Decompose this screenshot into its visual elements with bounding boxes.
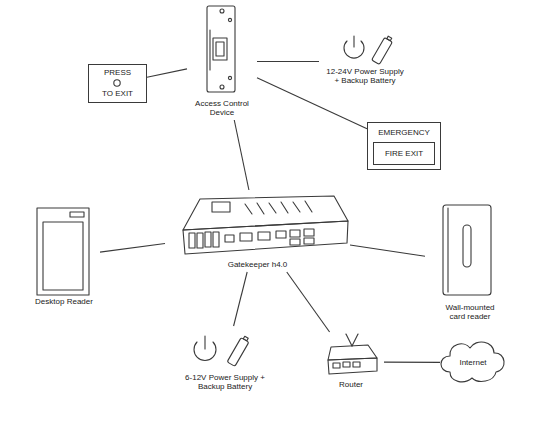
node-label: FIRE EXIT: [385, 149, 423, 159]
connector-line: [234, 272, 248, 326]
gatekeeper-device: Gatekeeper h4.0: [165, 190, 350, 272]
node-label: Access Control Device: [191, 99, 253, 118]
node-label: Gatekeeper h4.0: [228, 260, 288, 270]
power-supply: 12-24V Power Supply + Backup Battery: [319, 35, 411, 88]
connector-line: [147, 69, 187, 77]
fire-exit-box: FIRE EXIT: [373, 142, 435, 165]
wall-card-reader: Wall-mounted card reader: [425, 202, 515, 324]
node-label: Wall-mounted card reader: [441, 303, 499, 322]
node-label: 12-24V Power Supply + Backup Battery: [323, 67, 407, 86]
desktop-reader: [37, 208, 89, 295]
connector-line: [100, 243, 165, 252]
emergency-box: EMERGENCY FIRE EXIT: [367, 122, 441, 170]
exit-button-box: PRESS TO EXIT: [88, 64, 147, 103]
power-supply: 6-12V Power Supply + Backup Battery: [178, 326, 272, 394]
node-label: EMERGENCY: [378, 128, 430, 138]
node-label: PRESS: [104, 68, 131, 78]
connector-line: [350, 245, 425, 256]
gatekeeper-device: [183, 196, 348, 254]
connector-line: [257, 78, 367, 129]
connector-line: [234, 120, 249, 190]
desktop-reader: Desktop Reader: [28, 205, 100, 309]
router-icon: [328, 334, 377, 374]
wall-card-reader: [443, 205, 491, 295]
node-label: TO EXIT: [102, 89, 133, 99]
push-button: [114, 80, 120, 86]
connector-line: [384, 362, 440, 363]
connector-line: [287, 272, 330, 332]
node-label: Desktop Reader: [35, 297, 93, 307]
router: Router: [318, 332, 384, 392]
node-label: 6-12V Power Supply + Backup Battery: [185, 373, 265, 392]
cloud-outline: [441, 342, 504, 382]
power-supply-icon: [194, 336, 216, 361]
internet-cloud: Internet: [440, 340, 506, 385]
battery-icon: [372, 35, 394, 65]
node-label: Internet: [459, 358, 486, 368]
connector-line: [257, 61, 319, 62]
strike-plate: [207, 6, 235, 92]
node-label: Router: [339, 380, 363, 390]
battery-icon: [227, 335, 250, 366]
access-control-device: Access Control Device: [187, 3, 257, 120]
power-supply-icon: [344, 36, 364, 58]
